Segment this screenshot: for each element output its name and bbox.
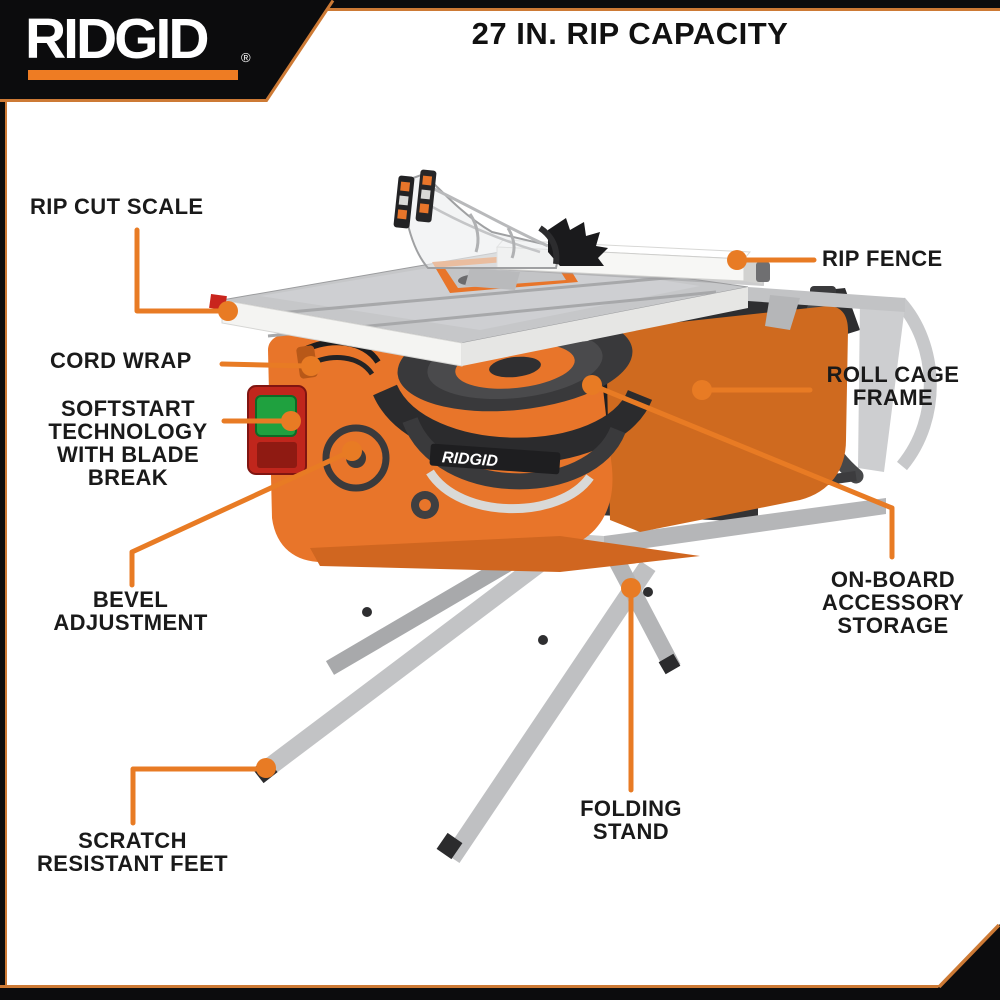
callout-layer (129, 227, 895, 826)
callout-dot-folding-stand (621, 578, 641, 598)
left-border-strip (0, 0, 7, 1000)
scratch-resistant-foot (436, 832, 463, 860)
callout-label-bevel-adjustment: BEVEL ADJUSTMENT (53, 587, 208, 635)
bevel-scale-arc (426, 469, 594, 514)
scratch-resistant-foot (658, 653, 681, 675)
corner-wedge (938, 924, 1000, 988)
callout-label-rip-cut-scale: RIP CUT SCALE (30, 194, 204, 219)
callout-label-rip-fence: RIP FENCE (822, 246, 943, 271)
callout-line-scratch-resistant-feet (130, 766, 265, 826)
callout-label-softstart-technology: SOFTSTART TECHNOLOGY WITH BLADE BREAK (48, 396, 208, 490)
callout-label-scratch-resistant-feet: SCRATCH RESISTANT FEET (37, 828, 228, 876)
callout-label-roll-cage-frame: ROLL CAGE FRAME (826, 362, 960, 410)
top-border-bar (0, 0, 1000, 11)
callout-line-on-board-accessory-storage (589, 382, 895, 560)
callout-dot-softstart (281, 411, 301, 431)
body-brand-text: RIDGID (441, 449, 498, 470)
fence-lock-knob (756, 262, 770, 282)
callout-line-cord-wrap (219, 361, 309, 369)
logo-underline-bar (28, 70, 238, 80)
saw-body: RIDGID (247, 306, 848, 572)
miter-slot (245, 274, 689, 318)
callout-line-bevel-adjustment (129, 449, 352, 588)
power-switch (247, 385, 307, 475)
registered-trademark-symbol: ® (241, 50, 251, 65)
callout-dot-cord-wrap (301, 356, 321, 376)
callout-dot-bevel-adjustment (342, 441, 362, 461)
callout-label-on-board-accessory-storage: ON-BOARD ACCESSORY STORAGE (821, 567, 965, 638)
blade-guard (393, 169, 608, 269)
callout-label-cord-wrap: CORD WRAP (50, 348, 192, 373)
callout-dot-roll-cage-frame (692, 380, 712, 400)
guard-warning-strips (393, 169, 437, 229)
callout-line-rip-cut-scale (134, 227, 227, 314)
callout-label-folding-stand: FOLDING STAND (580, 796, 682, 844)
page-title: 27 IN. RIP CAPACITY (471, 16, 789, 51)
brand-logo: RIDGID (25, 7, 209, 71)
folding-stand-legs (252, 538, 681, 864)
bottom-border-bar (0, 985, 1000, 1000)
riving-knife (538, 225, 560, 265)
callout-dot-on-board-accessory-storage (582, 375, 602, 395)
anti-kickback-pawls (548, 218, 608, 266)
callout-dot-rip-cut-scale (218, 301, 238, 321)
paddle-stop (257, 442, 297, 468)
callout-dot-rip-fence (727, 250, 747, 270)
callout-dot-scratch-resistant-feet (256, 758, 276, 778)
